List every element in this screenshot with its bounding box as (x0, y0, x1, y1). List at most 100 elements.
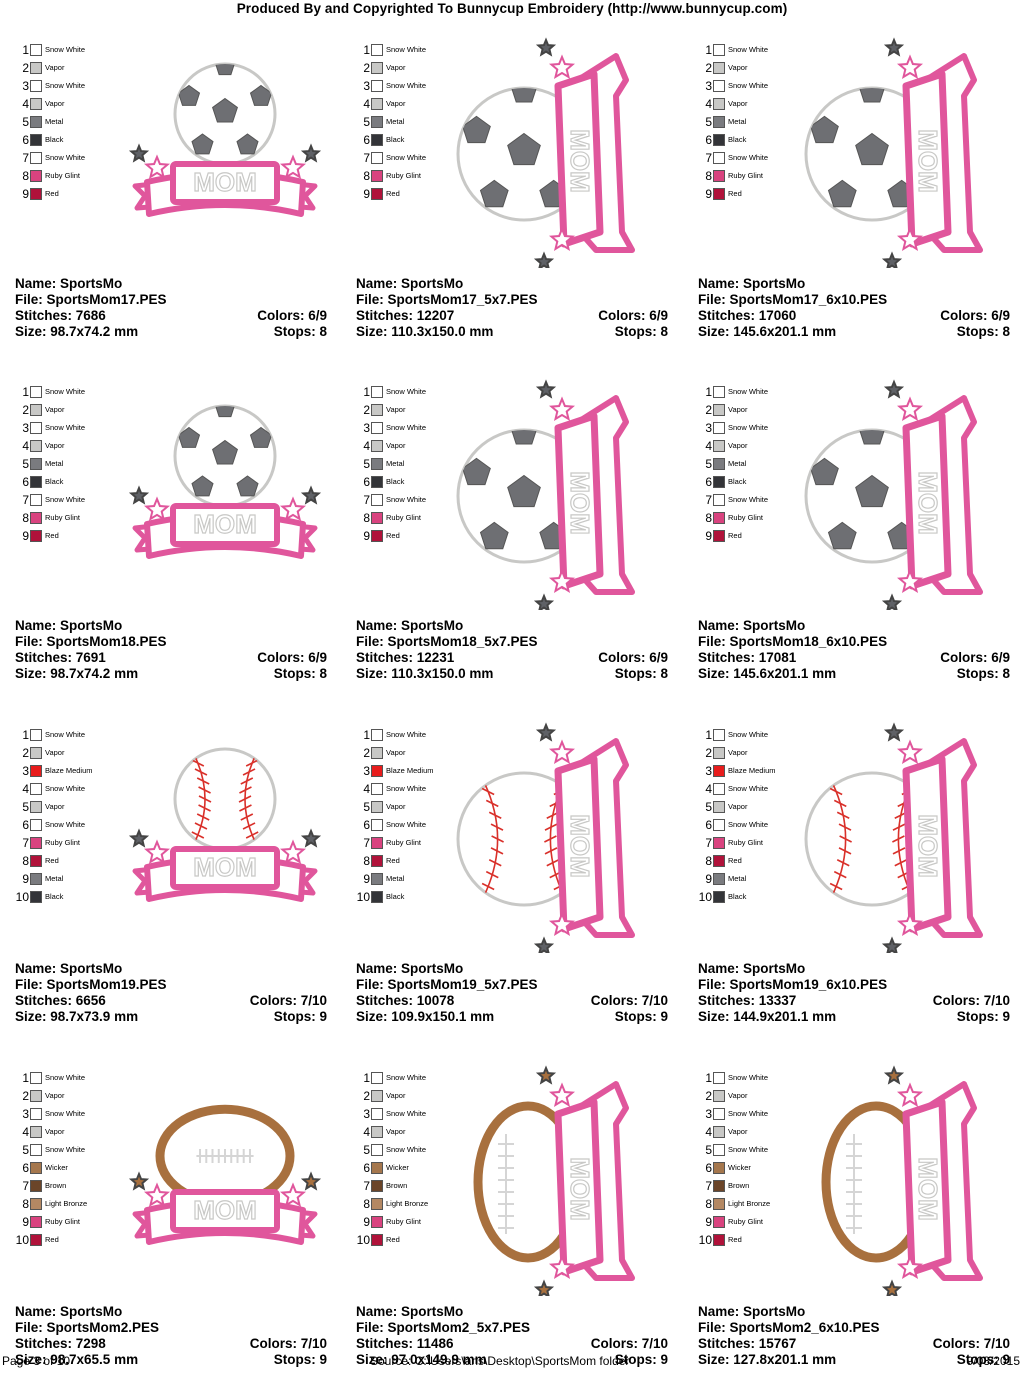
color-name: Black (45, 135, 64, 144)
color-name: Snow White (386, 423, 427, 432)
color-name: Black (386, 135, 405, 144)
color-name: Vapor (45, 441, 65, 450)
color-name: Vapor (45, 748, 65, 757)
design-info: Name: SportsMo File: SportsMom19.PES Sti… (15, 961, 327, 1025)
design-size: Size: 145.6x201.1 mm (698, 324, 837, 339)
design-file: File: SportsMom17.PES (15, 292, 167, 307)
color-swatch (30, 422, 42, 434)
color-number: 8 (363, 511, 370, 525)
design-name: Name: SportsMo (15, 961, 123, 976)
color-swatch (371, 1234, 383, 1246)
color-entry: 9 Metal (15, 871, 125, 887)
color-swatch (371, 873, 383, 885)
star-icon (548, 911, 576, 937)
color-entry: 4 Snow White (15, 781, 125, 797)
color-name: Snow White (728, 495, 769, 504)
color-number: 5 (22, 457, 29, 471)
color-number: 8 (363, 1197, 370, 1211)
color-swatch (30, 1234, 42, 1246)
color-swatch (30, 152, 42, 164)
color-name: Vapor (45, 802, 65, 811)
color-number: 4 (22, 97, 29, 111)
color-name: Snow White (386, 784, 427, 793)
color-swatch (371, 1090, 383, 1102)
color-number: 1 (22, 728, 29, 742)
color-entry: 8 Light Bronze (698, 1196, 808, 1212)
color-entry: 2 Vapor (698, 745, 808, 761)
color-number: 3 (705, 1107, 712, 1121)
color-number: 9 (705, 529, 712, 543)
color-name: Vapor (45, 1127, 65, 1136)
color-swatch (713, 62, 725, 74)
color-swatch (371, 801, 383, 813)
design-colors: Colors: 7/10 (932, 1336, 1010, 1351)
star-icon (896, 396, 924, 421)
color-entry: 2 Vapor (698, 60, 808, 76)
color-entry: 6 Black (356, 132, 466, 148)
star-icon (881, 1279, 903, 1299)
color-name: Snow White (728, 1109, 769, 1118)
design-size: Size: 145.6x201.1 mm (698, 666, 837, 681)
design-preview: MOM (798, 378, 1018, 613)
color-number: 3 (22, 764, 29, 778)
color-number: 9 (22, 872, 29, 886)
star-icon (535, 1065, 557, 1085)
color-name: Metal (45, 874, 64, 883)
design-preview: MOM (456, 1064, 676, 1299)
color-entry: 2 Vapor (15, 745, 125, 761)
color-number: 9 (705, 872, 712, 886)
color-entry: 4 Vapor (698, 1124, 808, 1140)
color-entry: 1 Snow White (356, 384, 466, 400)
color-number: 10 (698, 890, 712, 904)
color-name: Ruby Glint (728, 513, 764, 522)
color-name: Metal (45, 117, 64, 126)
color-swatch (30, 170, 42, 182)
color-swatch (371, 170, 383, 182)
color-swatch (30, 440, 42, 452)
color-entry: 8 Red (356, 853, 466, 869)
color-number: 10 (698, 1233, 712, 1247)
color-name: Red (45, 856, 59, 865)
color-swatch (713, 837, 725, 849)
color-entry: 7 Ruby Glint (356, 835, 466, 851)
star-icon (300, 828, 322, 848)
color-swatch (713, 729, 725, 741)
color-number: 4 (705, 97, 712, 111)
star-icon (279, 154, 307, 180)
color-entry: 8 Ruby Glint (15, 168, 125, 184)
color-swatch (30, 1180, 42, 1192)
color-entry: 1 Snow White (356, 727, 466, 743)
color-name: Snow White (45, 45, 86, 54)
page-footer: Page 3 of 10 Source: C:\Users\ans\Deskto… (0, 1354, 1024, 1370)
star-icon (548, 1082, 576, 1107)
color-swatch (713, 134, 725, 146)
color-number: 6 (705, 1161, 712, 1175)
design-colors: Colors: 7/10 (249, 993, 327, 1008)
design-colors: Colors: 6/9 (940, 308, 1010, 323)
color-name: Vapor (45, 99, 65, 108)
design-size: Size: 127.8x201.1 mm (698, 1352, 837, 1367)
color-swatch (30, 747, 42, 759)
color-name: Red (386, 1235, 400, 1244)
color-swatch (713, 819, 725, 831)
color-name: Black (728, 477, 747, 486)
color-entry: 3 Snow White (15, 78, 125, 94)
ribbon-text: MOM (193, 852, 257, 882)
color-name: Metal (728, 874, 747, 883)
design-size: Size: 97.0x149.9 mm (356, 1352, 487, 1367)
star-icon (881, 251, 903, 271)
design-file: File: SportsMom17_5x7.PES (356, 292, 538, 307)
color-name: Vapor (728, 802, 748, 811)
color-entry: 5 Vapor (15, 799, 125, 815)
color-number: 3 (705, 764, 712, 778)
color-entry: 2 Vapor (356, 60, 466, 76)
color-number: 5 (363, 457, 370, 471)
color-number: 2 (22, 403, 29, 417)
color-entry: 1 Snow White (356, 42, 466, 58)
color-number: 8 (363, 169, 370, 183)
color-entry: 10 Red (15, 1232, 125, 1248)
color-number: 1 (22, 1071, 29, 1085)
color-entry: 3 Snow White (356, 420, 466, 436)
color-entry: 9 Red (15, 528, 125, 544)
design-file: File: SportsMom19_5x7.PES (356, 977, 538, 992)
